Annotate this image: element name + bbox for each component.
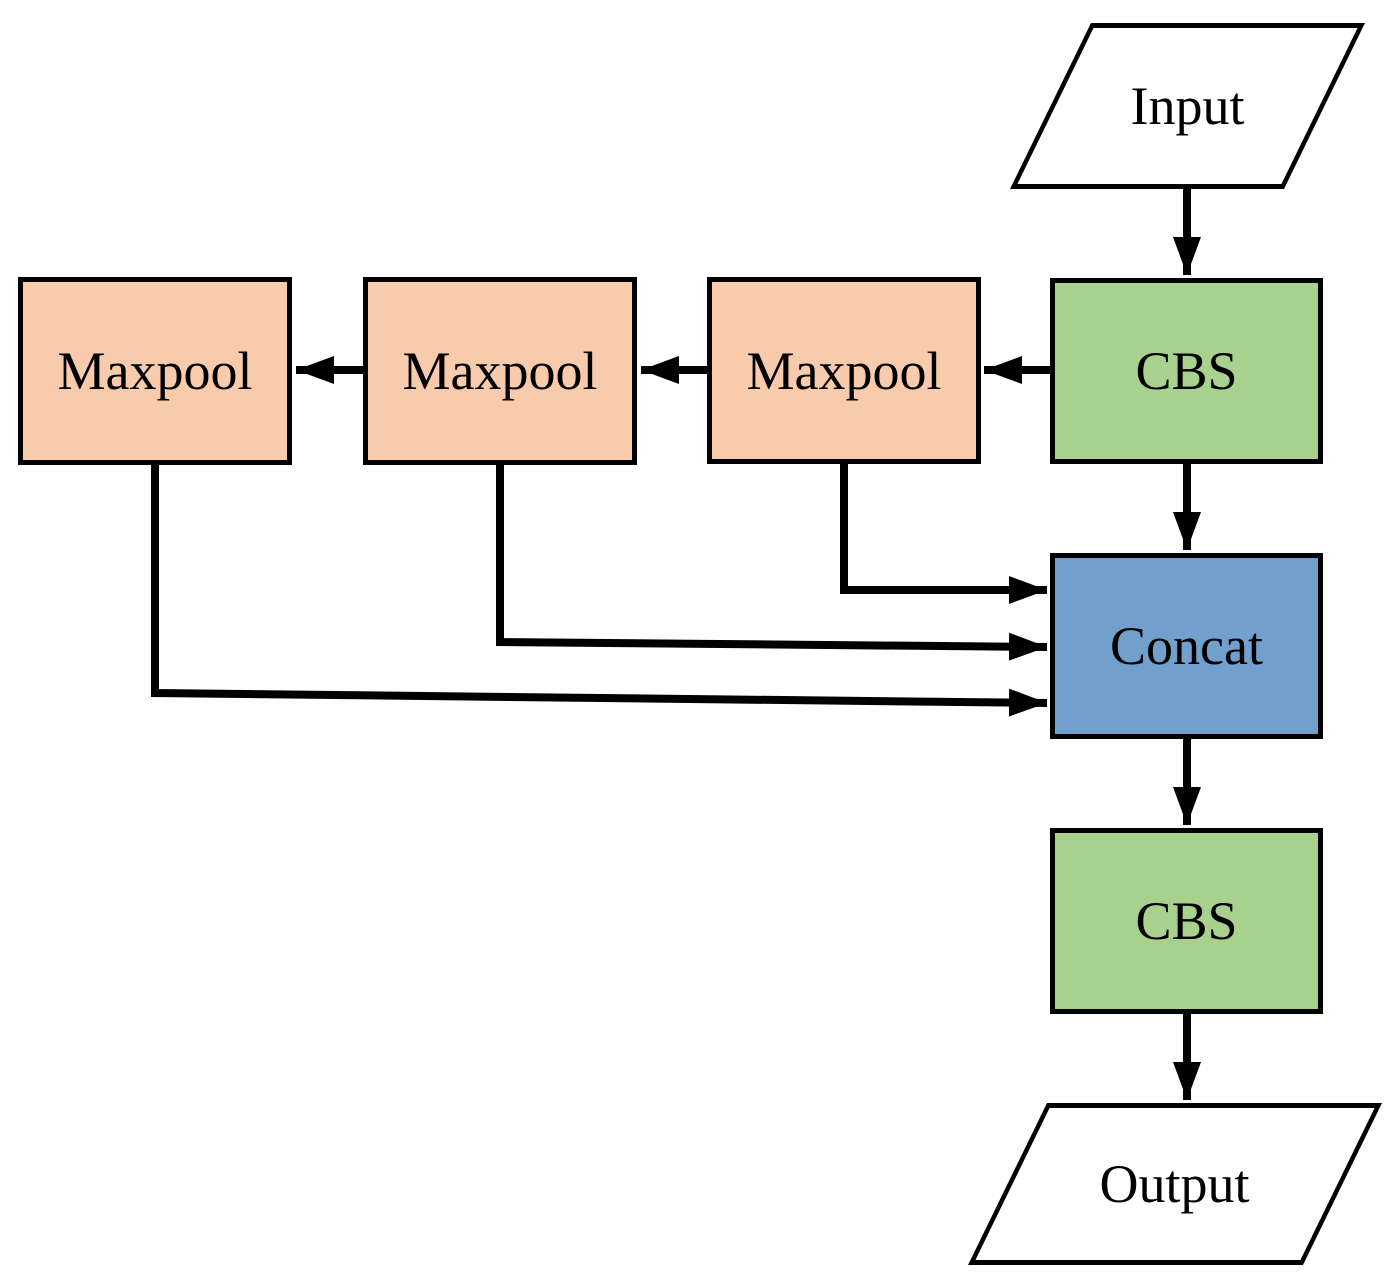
node-cbs-top: CBS xyxy=(1050,278,1323,464)
edge-maxpool-1-to-concat xyxy=(151,465,1048,717)
node-maxpool-2-label: Maxpool xyxy=(402,341,598,401)
node-maxpool-2: Maxpool xyxy=(363,277,637,465)
node-maxpool-3-label: Maxpool xyxy=(746,340,942,401)
node-input-label: Input xyxy=(1130,76,1245,136)
node-maxpool-1: Maxpool xyxy=(18,277,292,465)
node-maxpool-3: Maxpool xyxy=(707,277,981,464)
node-maxpool-1-label: Maxpool xyxy=(57,341,253,401)
edge-maxpool-3-to-concat xyxy=(840,464,1047,604)
node-concat: Concat xyxy=(1050,553,1323,739)
node-cbs-top-label: CBS xyxy=(1135,341,1238,401)
node-cbs-bottom-label: CBS xyxy=(1135,891,1238,951)
node-concat-label: Concat xyxy=(1110,616,1263,676)
node-output-label: Output xyxy=(1099,1154,1251,1214)
edge-maxpool-2-to-concat xyxy=(496,465,1048,661)
node-cbs-bottom: CBS xyxy=(1050,828,1323,1014)
